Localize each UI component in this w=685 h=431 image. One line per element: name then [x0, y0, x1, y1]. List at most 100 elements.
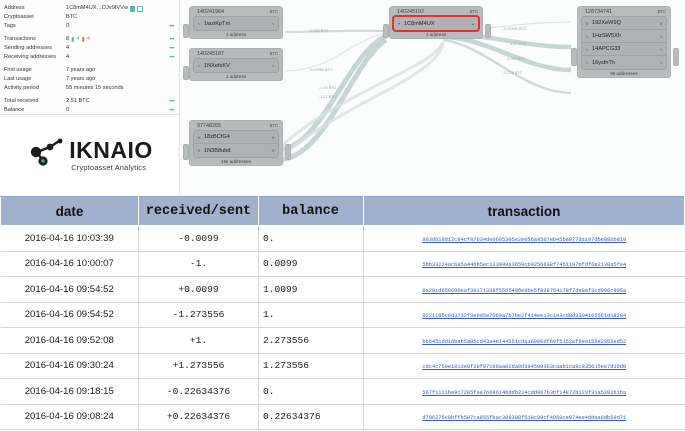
column-header-balance[interactable]: balance	[258, 196, 364, 226]
chevron-left-icon[interactable]: ≋	[197, 134, 201, 140]
transaction-hash-link[interactable]: bb5451dd16bab5a05cd43a4e144551cda16006df…	[422, 338, 627, 345]
copy-icon[interactable]	[129, 5, 135, 12]
chevron-right-icon[interactable]: ∿	[659, 33, 663, 39]
node-expand-right-handle[interactable]	[285, 144, 291, 160]
node-expand-right-handle[interactable]	[485, 24, 491, 38]
transaction-hash-link[interactable]: 0a291d650690eaf39171338f5565496e9be5f828…	[422, 287, 627, 294]
address-label: 14APCG33	[592, 46, 621, 52]
chevron-down-icon[interactable]: ▾	[397, 21, 400, 26]
node-header: 140245187 BTC	[193, 50, 279, 58]
column-header-date[interactable]: date	[0, 196, 139, 226]
chevron-right-icon[interactable]: ≋	[271, 148, 275, 153]
chevron-right-icon[interactable]: ≋	[659, 20, 663, 26]
table-row[interactable]: 2016-04-16 10:03:39 -0.0099 0. 903d618d1…	[0, 225, 685, 252]
transaction-hash-link[interactable]: cdc4c750e1013e0f29f97196aa82da0d39459836…	[422, 364, 627, 371]
chevron-left-icon[interactable]: ∿	[585, 60, 589, 65]
cell-balance: 0.	[258, 378, 364, 405]
list-item[interactable]: ▾ 1C8mM4UX ▴	[394, 17, 478, 30]
node-expand-right-handle[interactable]	[673, 48, 679, 66]
transactions-menu-icon[interactable]: •••	[169, 36, 174, 43]
list-item[interactable]: ∿ 1NXefsKV ∿	[194, 59, 278, 72]
table-row[interactable]: 2016-04-16 09:54:52 +0.0099 1.0099 0a291…	[0, 276, 685, 303]
transactions-incoming: 4	[76, 35, 80, 42]
chevron-left-icon[interactable]: ≋	[585, 20, 589, 26]
transaction-hash-link[interactable]: 903d618d12c84cf87634de0605305e2e056a9507…	[422, 236, 627, 243]
info-value-cryptoasset: BTC	[66, 13, 78, 20]
graph-node-97748265[interactable]: 97748265 BTC ≋ 18zBCfG4 ≋ ≋ 1N3B8ubd ≋	[189, 120, 283, 166]
node-footer: 1 address	[225, 74, 247, 79]
table-row[interactable]: 2016-04-16 10:00:07 -1. 0.0099 5bb33224a…	[0, 251, 685, 277]
graph-node-128734741[interactable]: 128734741 BTC ≋ 192XeW9Q ≋ ∿ 1HzSW5Xh ∿	[577, 6, 671, 78]
info-value-last-usage: 7 years ago	[66, 76, 96, 83]
chevron-right-icon[interactable]: ∿	[271, 21, 275, 26]
transaction-graph-canvas[interactable]: 140241964 BTC ∿ 1wziKpTm ∿ 1 address 140…	[181, 0, 685, 195]
graph-node-140245192[interactable]: 140245192 BTC ▾ 1C8mM4UX ▴ 1 address	[389, 6, 483, 39]
edge-label: -1.27 BTC	[509, 42, 527, 46]
table-row[interactable]: 2016-04-16 09:08:24 +0.22634376 0.226343…	[0, 404, 685, 430]
balance-menu-icon[interactable]: •••	[169, 107, 174, 114]
info-row-balance: Balance 0 •••	[4, 106, 175, 115]
table-row[interactable]: 2016-04-16 09:54:52 -1.273556 1. 0221165…	[0, 302, 685, 328]
list-item[interactable]: ∿ 1wziKpTm ∿	[194, 17, 278, 30]
node-currency: BTC	[269, 51, 278, 56]
list-item[interactable]: ≋ 18zBCfG4 ≋	[194, 131, 278, 144]
logo-tagline: Cryptoasset Analytics	[71, 162, 147, 172]
chevron-right-icon[interactable]: ∿	[659, 46, 663, 52]
info-label-address: Address	[4, 4, 25, 11]
info-row-last-usage: Last usage 7 years ago	[4, 75, 174, 84]
list-item[interactable]: ≋ 192XeW9Q ≋	[582, 17, 666, 30]
node-expand-left-handle[interactable]	[183, 144, 189, 160]
column-header-received-sent[interactable]: received/sent	[138, 196, 259, 226]
transaction-hash-link[interactable]: d796275c8bffb507ca855fbac399398f518c99cf…	[422, 415, 627, 422]
graph-node-140245187[interactable]: 140245187 BTC ∿ 1NXefsKV ∿ 1 address	[189, 48, 283, 81]
list-item[interactable]: ∿ 14APCG33 ∿	[582, 43, 666, 56]
cell-balance: 1.273556	[258, 353, 364, 379]
transaction-ledger: date received/sent balance transaction 2…	[0, 196, 685, 431]
info-value-address: 1C8mM4UX…DJv9tVVw	[66, 4, 162, 12]
transaction-hash-link[interactable]: 567f1121be9c7285faa7669614bddb224cdd067b…	[422, 389, 627, 396]
node-expand-left-handle[interactable]	[183, 24, 189, 38]
chevron-up-icon[interactable]: ▴	[471, 21, 474, 26]
cell-amount: -0.22634376	[138, 378, 259, 405]
tags-menu-icon[interactable]: •••	[169, 23, 174, 30]
table-row[interactable]: 2016-04-16 09:18:15 -0.22634376 0. 567f1…	[0, 378, 685, 405]
list-item[interactable]: ∿ 1HzSW5Xh ∿	[582, 30, 666, 43]
info-label-receiving-addresses: Receiving addresses	[4, 54, 56, 61]
external-link-icon[interactable]	[136, 5, 143, 12]
node-id: 140241964	[197, 9, 224, 15]
node-expand-left-handle[interactable]	[571, 48, 577, 66]
chevron-left-icon[interactable]: ∿	[585, 33, 589, 39]
receiving-addresses-menu-icon[interactable]: •••	[169, 55, 174, 62]
list-item[interactable]: ∿ 16ysfnTh ∿	[582, 56, 666, 69]
list-item[interactable]: ≋ 1N3B8ubd ≋	[194, 144, 278, 157]
info-group-balances: Total received 2.51 BTC ••• Balance 0 ••…	[4, 97, 175, 115]
sending-addresses-menu-icon[interactable]: •••	[169, 45, 174, 52]
chevron-left-icon[interactable]: ∿	[197, 21, 201, 26]
cell-amount: +0.22634376	[138, 404, 259, 430]
transaction-hash-link[interactable]: 0221165c6d3732f8e9d5e7069a7b7be2f414ee13…	[422, 313, 627, 320]
cell-transaction: d796275c8bffb507ca855fbac399398f518c99cf…	[363, 404, 685, 430]
address-text: 1C8mM4UX…DJv9tVVw	[66, 4, 128, 11]
graph-node-140241964[interactable]: 140241964 BTC ∿ 1wziKpTm ∿ 1 address	[189, 6, 283, 39]
chevron-left-icon[interactable]: ∿	[585, 46, 589, 52]
chevron-left-icon[interactable]: ∿	[197, 63, 201, 68]
info-group-usage: First usage 7 years ago Last usage 7 yea…	[4, 66, 174, 94]
chevron-right-icon[interactable]: ∿	[659, 60, 663, 65]
chevron-right-icon[interactable]: ∿	[271, 63, 275, 68]
logo-name: IKNAIO	[69, 136, 153, 163]
transaction-hash-link[interactable]: 5bb33224ac6a5a44bb5ec123999a3659cb925663…	[422, 262, 627, 269]
table-row[interactable]: 2016-04-16 09:52:08 +1. 2.273556 bb5451d…	[0, 327, 685, 354]
address-info-panel: Address 1C8mM4UX…DJv9tVVw Cryptoasset BT…	[0, 0, 180, 115]
node-address-list: ≋ 192XeW9Q ≋ ∿ 1HzSW5Xh ∿ ∿ 14APCG33 ∿	[581, 16, 667, 70]
info-label-first-usage: First usage	[4, 66, 32, 73]
chevron-right-icon[interactable]: ≋	[271, 134, 275, 140]
node-expand-left-handle[interactable]	[183, 66, 189, 80]
chevron-left-icon[interactable]: ≋	[197, 148, 201, 153]
total-received-menu-icon[interactable]: •••	[169, 98, 174, 105]
node-expand-left-handle[interactable]	[383, 24, 389, 38]
table-row[interactable]: 2016-04-16 09:30:24 +1.273556 1.273556 c…	[0, 353, 685, 379]
column-header-transaction[interactable]: transaction	[363, 196, 685, 226]
cell-transaction: cdc4c750e1013e0f29f97196aa82da0d39459836…	[363, 353, 685, 379]
node-currency: BTC	[657, 9, 666, 14]
